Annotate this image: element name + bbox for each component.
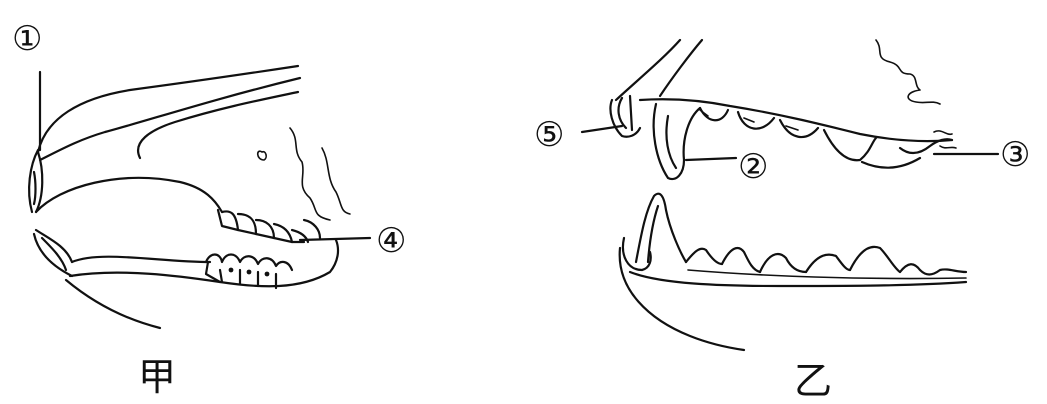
caption-b: 乙 xyxy=(794,359,832,403)
label-1: ① xyxy=(12,19,42,59)
skull-b xyxy=(610,40,966,350)
label-3: ③ xyxy=(1000,135,1030,175)
leader-line-2 xyxy=(686,158,736,160)
label-5: ⑤ xyxy=(534,115,564,155)
skull-a xyxy=(29,66,350,328)
label-2: ② xyxy=(738,147,768,187)
label-4: ④ xyxy=(376,221,406,261)
leader-line-4 xyxy=(300,238,370,240)
caption-a: 甲 xyxy=(138,355,176,399)
